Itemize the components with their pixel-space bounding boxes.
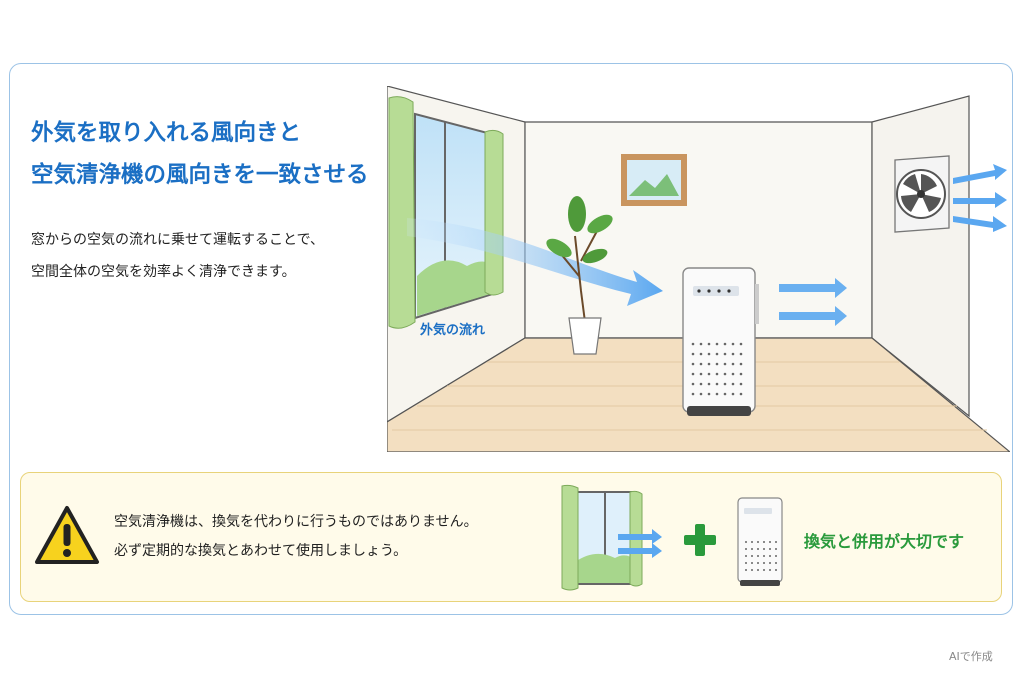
window-icon — [388, 96, 504, 329]
notice-text: 空気清浄機は、換気を代わりに行うものではありません。 必ず定期的な換気とあわせて… — [114, 508, 478, 566]
description: 窓からの空気の流れに乗せて運転することで、 空間全体の空気を効率よく清浄できます… — [31, 224, 324, 288]
combo-label: 換気と併用が大切です — [804, 532, 965, 551]
fan-airflow-arrows — [953, 164, 1007, 232]
notice-box — [20, 472, 1002, 602]
air-purifier-icon — [682, 267, 759, 416]
description-line-2: 空間全体の空気を効率よく清浄できます。 — [31, 264, 296, 280]
description-line-1: 窓からの空気の流れに乗せて運転することで、 — [31, 232, 325, 248]
ai-credit: AIで作成 — [949, 650, 993, 663]
airflow-label: 外気の流れ — [420, 323, 486, 338]
plus-icon — [684, 524, 716, 556]
notice-line-1: 空気清浄機は、換気を代わりに行うものではありません。 — [114, 514, 478, 530]
notice-line-2: 必ず定期的な換気とあわせて使用しましょう。 — [114, 543, 408, 559]
headline: 外気を取り入れる風向きと 空気清浄機の風向きを一致させる — [31, 112, 369, 196]
warning-icon — [35, 506, 99, 564]
window-icon — [561, 484, 662, 591]
headline-line-1: 外気を取り入れる風向きと — [31, 120, 302, 146]
plant-icon — [546, 196, 613, 355]
room-illustration — [387, 86, 1010, 452]
window-airflow-arrow — [407, 218, 663, 306]
headline-line-2: 空気清浄機の風向きを一致させる — [31, 162, 369, 188]
purifier-airflow-arrows — [779, 278, 847, 326]
ventilation-fan-icon — [894, 155, 950, 233]
air-purifier-icon — [737, 497, 783, 586]
picture-frame-icon — [621, 154, 687, 206]
